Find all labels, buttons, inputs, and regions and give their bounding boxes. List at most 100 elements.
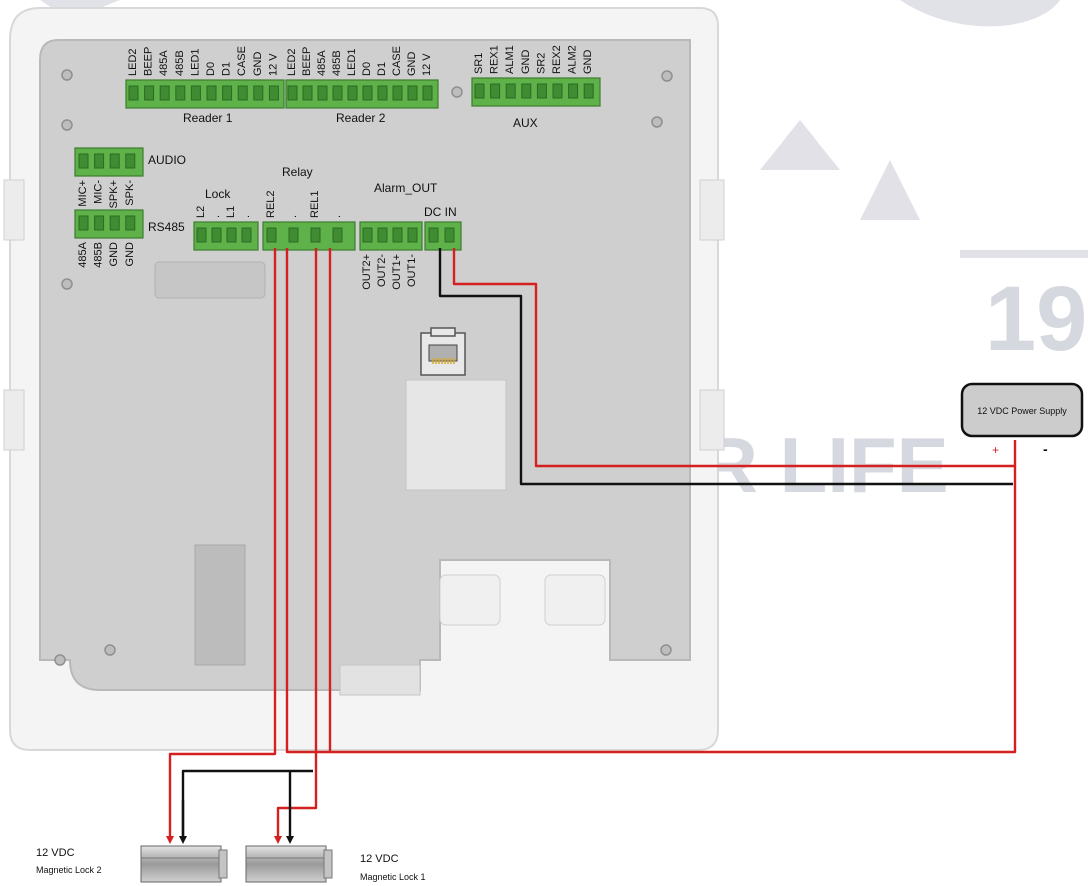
- pin-label: REX2: [551, 45, 563, 74]
- pin-label: .: [240, 215, 252, 218]
- pin-label: OUT2-: [376, 254, 388, 287]
- pin-label: LED2: [286, 48, 298, 76]
- pin-label: OUT2+: [361, 254, 373, 290]
- lock2-voltage: 12 VDC: [36, 847, 75, 859]
- terminal-slot: [94, 215, 105, 231]
- lock1-voltage: 12 VDC: [360, 853, 399, 865]
- lock2-name: Magnetic Lock 2: [36, 865, 102, 875]
- terminal-slot: [444, 227, 455, 243]
- pin-label: GND: [124, 242, 136, 267]
- wire-lock2-positive: [166, 248, 277, 844]
- pin-label: CASE: [236, 46, 248, 76]
- terminal-slot: [317, 85, 328, 101]
- magnetic-lock-1-icon: [245, 845, 333, 883]
- board-cutout: [405, 379, 507, 491]
- terminal-slot: [552, 83, 563, 99]
- pin-label: REL2: [265, 190, 277, 218]
- pin-label: GND: [582, 50, 594, 75]
- pin-label: GND: [520, 50, 532, 75]
- pin-label: D0: [205, 62, 217, 76]
- pin-label: LED2: [127, 48, 139, 76]
- board-window: [154, 261, 266, 299]
- terminal-slot: [206, 85, 217, 101]
- pin-label: 485A: [77, 241, 89, 267]
- circuit-board: [39, 39, 691, 691]
- terminal-slot: [521, 83, 532, 99]
- wire-relay-common: [285, 248, 1017, 754]
- housing-clip: [3, 389, 25, 451]
- screw-icon: [54, 654, 66, 666]
- terminal-slot: [347, 85, 358, 101]
- terminal-slot: [226, 227, 237, 243]
- terminal-slot: [190, 85, 201, 101]
- terminal-slot: [128, 85, 139, 101]
- label-alarm-out: Alarm_OUT: [374, 181, 438, 195]
- ethernet-port-icon: [420, 327, 466, 376]
- pin-label: ALM1: [504, 45, 516, 74]
- pin-label: BEEP: [301, 47, 313, 76]
- wires: [166, 248, 1017, 844]
- terminal-slot: [536, 83, 547, 99]
- screw-icon: [61, 69, 73, 81]
- label-lock: Lock: [205, 187, 231, 201]
- terminal-slot: [144, 85, 155, 101]
- terminal-slot: [332, 227, 343, 243]
- pin-label: .: [287, 215, 299, 218]
- board-bottom-tab: [339, 664, 421, 696]
- terminal-slot: [78, 215, 89, 231]
- terminal-slot: [109, 215, 120, 231]
- terminal-slot: [288, 227, 299, 243]
- terminal-slot: [568, 83, 579, 99]
- pin-label: REX1: [489, 45, 501, 74]
- pin-label: OUT1-: [406, 254, 418, 287]
- pin-label: BEEP: [143, 47, 155, 76]
- screw-icon: [661, 70, 673, 82]
- terminal-slot: [490, 83, 501, 99]
- label-dc-in: DC IN: [424, 205, 457, 219]
- pin-label: L2: [195, 206, 207, 218]
- pin-label: D1: [376, 62, 388, 76]
- pin-label: GND: [108, 242, 120, 267]
- screw-icon: [104, 644, 116, 656]
- terminal-slot: [377, 85, 388, 101]
- pin-label: 485B: [174, 50, 186, 76]
- terminal-slot: [392, 85, 403, 101]
- label-reader1: Reader 1: [183, 111, 233, 125]
- power-supply-minus: -: [1043, 441, 1048, 457]
- terminal-slot: [237, 85, 248, 101]
- terminal-slot: [583, 83, 594, 99]
- label-audio: AUDIO: [148, 153, 186, 167]
- terminal-slot: [310, 227, 321, 243]
- terminal-slot: [159, 85, 170, 101]
- watermark-digits: 19: [985, 268, 1087, 370]
- terminal-slot: [474, 83, 485, 99]
- pin-label: LED1: [189, 48, 201, 76]
- terminal-slot: [125, 215, 136, 231]
- pin-label: GND: [252, 52, 264, 77]
- terminal-slot: [287, 85, 298, 101]
- board-slot: [194, 544, 246, 666]
- housing-clip: [699, 389, 725, 451]
- terminal-slot: [175, 85, 186, 101]
- lock1-name: Magnetic Lock 1: [360, 872, 426, 882]
- housing-clip: [699, 179, 725, 241]
- terminal-slot: [302, 85, 313, 101]
- pin-label: 12 V: [267, 53, 279, 76]
- wire-dc-positive: [452, 248, 1017, 468]
- terminal-slot: [428, 227, 439, 243]
- label-reader2: Reader 2: [336, 111, 386, 125]
- pin-label: .: [210, 215, 222, 218]
- wire-dc-negative: [438, 248, 1013, 486]
- terminal-slot: [266, 227, 277, 243]
- terminal-slot: [505, 83, 516, 99]
- pin-label: D1: [221, 62, 233, 76]
- pin-label: REL1: [309, 190, 321, 218]
- terminal-slot: [222, 85, 233, 101]
- pin-label: 12 V: [421, 53, 433, 76]
- pin-label: SPK+: [108, 180, 120, 208]
- board-slot: [544, 574, 606, 626]
- terminal-slot: [253, 85, 264, 101]
- power-supply-plus: +: [992, 443, 999, 457]
